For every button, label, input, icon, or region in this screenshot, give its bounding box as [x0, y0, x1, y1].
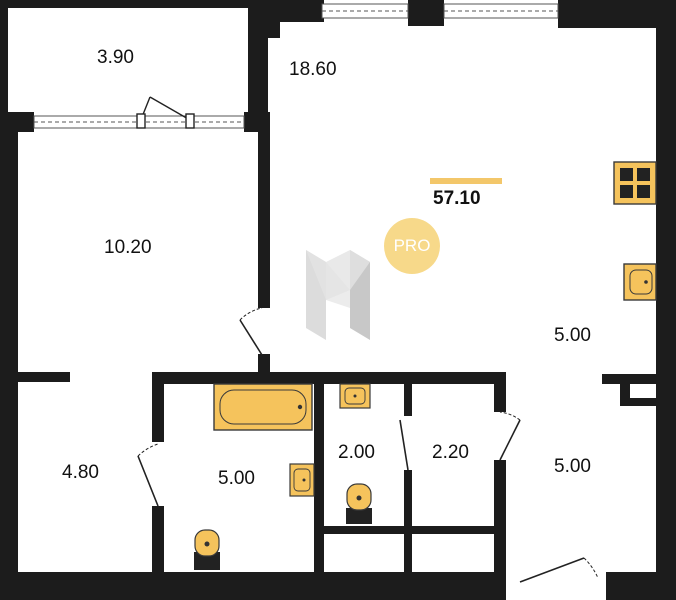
room-area-wardrobe: 4.80 [62, 462, 99, 483]
doors [137, 307, 599, 583]
room-area-wc: 2.00 [338, 442, 375, 463]
pro-badge-label: PRO [393, 236, 431, 255]
logo-icon [306, 250, 370, 340]
stove-icon [613, 161, 657, 205]
room-area-living: 18.60 [289, 59, 337, 80]
room-area-bathroom: 5.00 [218, 468, 255, 489]
pro-badge: PRO [384, 218, 440, 274]
balcony-door [136, 96, 195, 129]
toilet-icon [346, 483, 372, 524]
room-area-kitchen-niche: 5.00 [554, 325, 591, 346]
room-area-balcony: 3.90 [97, 47, 134, 68]
total-area-accent-bar [430, 178, 502, 184]
room-area-bedroom: 10.20 [104, 237, 152, 258]
washbasin-icon [289, 463, 315, 497]
washbasin-icon [339, 383, 371, 409]
total-area: 57.10 [433, 188, 481, 209]
sink-icon [623, 263, 657, 301]
room-area-hallway: 5.00 [554, 456, 591, 477]
toilet-icon [194, 529, 220, 570]
room-area-storage: 2.20 [432, 442, 469, 463]
bathtub-icon [213, 383, 313, 431]
